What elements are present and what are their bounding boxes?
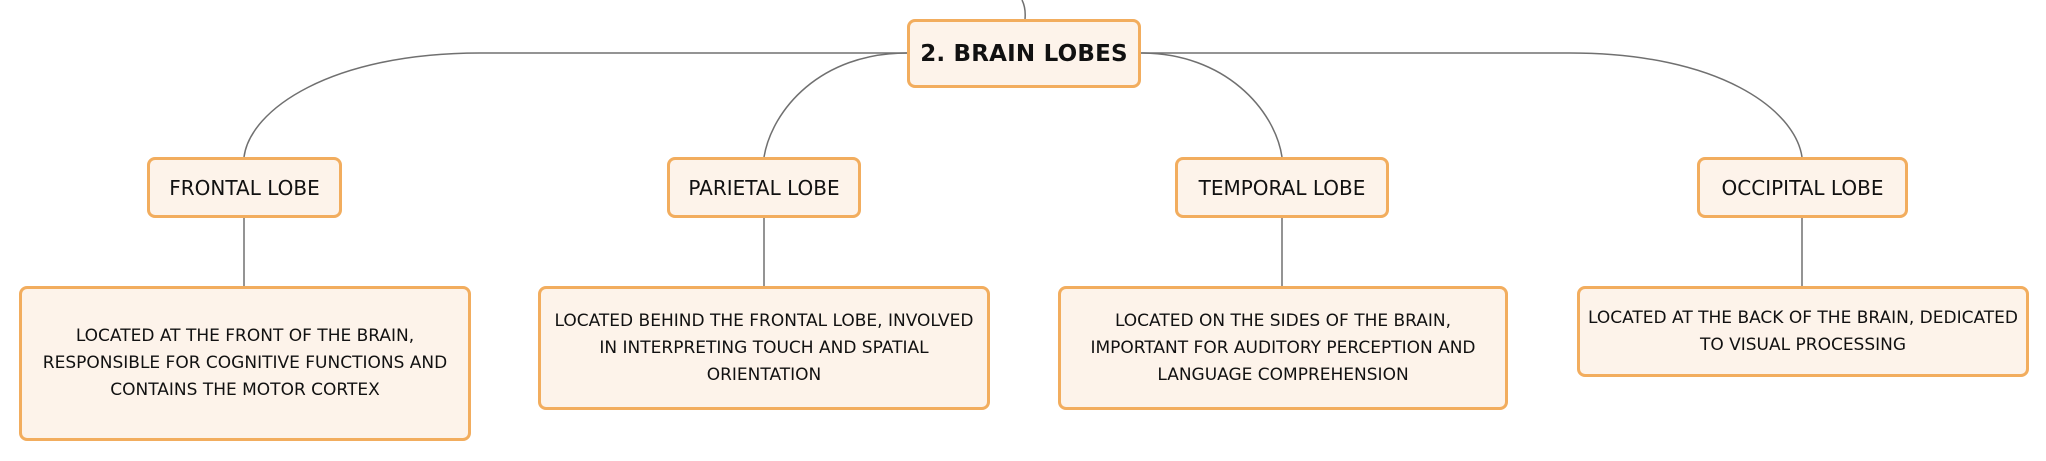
parietal-lobe-label: PARIETAL LOBE (688, 175, 840, 200)
node-occipital-description[interactable]: LOCATED AT THE BACK OF THE BRAIN, DEDICA… (1577, 286, 2029, 377)
node-temporal-description[interactable]: LOCATED ON THE SIDES OF THE BRAIN, IMPOR… (1058, 286, 1508, 410)
connector-root-parent (1021, 0, 1026, 20)
temporal-description-text: LOCATED ON THE SIDES OF THE BRAIN, IMPOR… (1090, 310, 1476, 385)
node-parietal-description[interactable]: LOCATED BEHIND THE FRONTAL LOBE, INVOLVE… (538, 286, 990, 410)
connector-root-parietal (763, 52, 908, 158)
frontal-lobe-label: FRONTAL LOBE (169, 175, 320, 200)
connector-root-frontal (243, 52, 907, 158)
node-parietal-lobe[interactable]: PARIETAL LOBE (667, 157, 861, 218)
root-node-label: 2. BRAIN LOBES (920, 40, 1128, 67)
temporal-lobe-label: TEMPORAL LOBE (1198, 175, 1366, 200)
occipital-description-text: LOCATED AT THE BACK OF THE BRAIN, DEDICA… (1587, 307, 2019, 355)
parietal-description-text: LOCATED BEHIND THE FRONTAL LOBE, INVOLVE… (554, 310, 974, 385)
connector-root-occipital (1141, 52, 1803, 158)
root-node-brain-lobes[interactable]: 2. BRAIN LOBES (907, 19, 1141, 88)
connector-root-temporal (1140, 52, 1283, 158)
node-temporal-lobe[interactable]: TEMPORAL LOBE (1175, 157, 1389, 218)
node-occipital-lobe[interactable]: OCCIPITAL LOBE (1697, 157, 1908, 218)
frontal-description-text: LOCATED AT THE FRONT OF THE BRAIN, RESPO… (42, 326, 448, 400)
occipital-lobe-label: OCCIPITAL LOBE (1721, 175, 1884, 200)
node-frontal-lobe[interactable]: FRONTAL LOBE (147, 157, 342, 218)
node-frontal-description[interactable]: LOCATED AT THE FRONT OF THE BRAIN, RESPO… (19, 286, 471, 441)
